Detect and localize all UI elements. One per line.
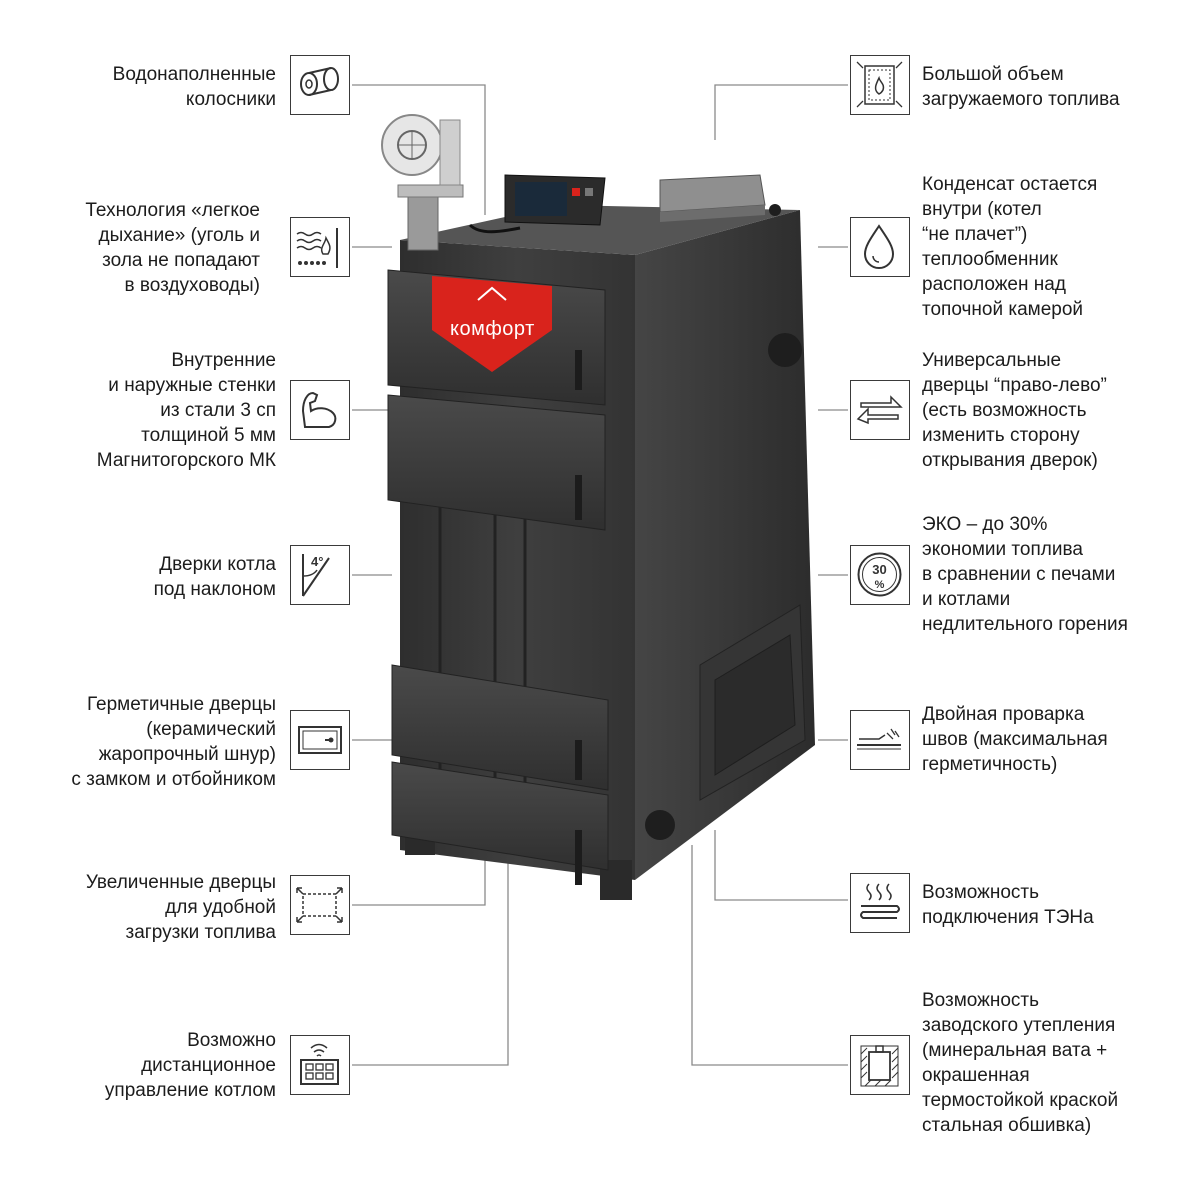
connector-insulation (691, 845, 848, 1066)
insulation-icon (850, 1035, 910, 1095)
ash-door (391, 761, 609, 871)
connector-water-grates (352, 84, 486, 215)
heater-icon (850, 873, 910, 933)
remote-control-icon (290, 1035, 350, 1095)
pipe-icon (290, 55, 350, 115)
connector-large-doors (352, 850, 486, 906)
svg-text:30: 30 (872, 562, 886, 577)
enlarged-door-icon (290, 875, 350, 935)
sealed-door-icon (290, 710, 350, 770)
feature-large-doors-text: Увеличенные дверцы для удобной загрузки … (85, 872, 276, 943)
eco-30-icon: 30% (850, 545, 910, 605)
middle-door (387, 394, 606, 531)
feature-sealed-doors-text: Герметичные дверцы (керамический жаропро… (71, 694, 276, 790)
ash-flow-icon (290, 217, 350, 277)
feature-steel-walls-text: Внутренние и наружные стенки из стали 3 … (96, 350, 276, 471)
feature-easy-breath-text: Технология «легкое дыхание» (уголь и зол… (85, 200, 260, 296)
lower-door (391, 664, 609, 791)
feature-heater-text: Возможность подключения ТЭНа (922, 882, 1094, 928)
svg-text:4°: 4° (311, 554, 323, 569)
feature-large-volume-text: Большой объем загружаемого топлива (922, 64, 1120, 110)
logo-plate (432, 276, 552, 372)
feature-double-weld-text: Двойная проварка швов (максимальная герм… (922, 704, 1108, 775)
drop-icon (850, 217, 910, 277)
weld-icon (850, 710, 910, 770)
muscle-arm-icon (290, 380, 350, 440)
angle-4-icon: 4° (290, 545, 350, 605)
feature-tilted-doors-text: Дверки котла под наклоном (153, 554, 276, 600)
feature-water-grates-text: Водонаполненные колосники (112, 64, 276, 110)
connector-lines (352, 84, 848, 1066)
logo-text: комфорт (450, 318, 535, 340)
left-right-arrows-icon (850, 380, 910, 440)
feature-condensate-text: Конденсат остается внутри (котел “не пла… (922, 174, 1098, 320)
feature-insulation-text: Возможность заводского утепления (минера… (922, 990, 1119, 1136)
feature-remote-control-text: Возможно дистанционное управление котлом (104, 1030, 276, 1101)
feature-universal-doors-text: Универсальные дверцы “право-лево” (есть … (922, 350, 1107, 471)
fan-pipe (407, 194, 439, 251)
connector-large-volume (714, 84, 848, 140)
feature-eco-text: ЭКО – до 30% экономии топлива в сравнени… (922, 514, 1128, 635)
fuel-chamber-icon (850, 55, 910, 115)
connector-remote-control (352, 860, 509, 1066)
connector-heater (714, 830, 848, 901)
svg-text:%: % (875, 579, 885, 591)
